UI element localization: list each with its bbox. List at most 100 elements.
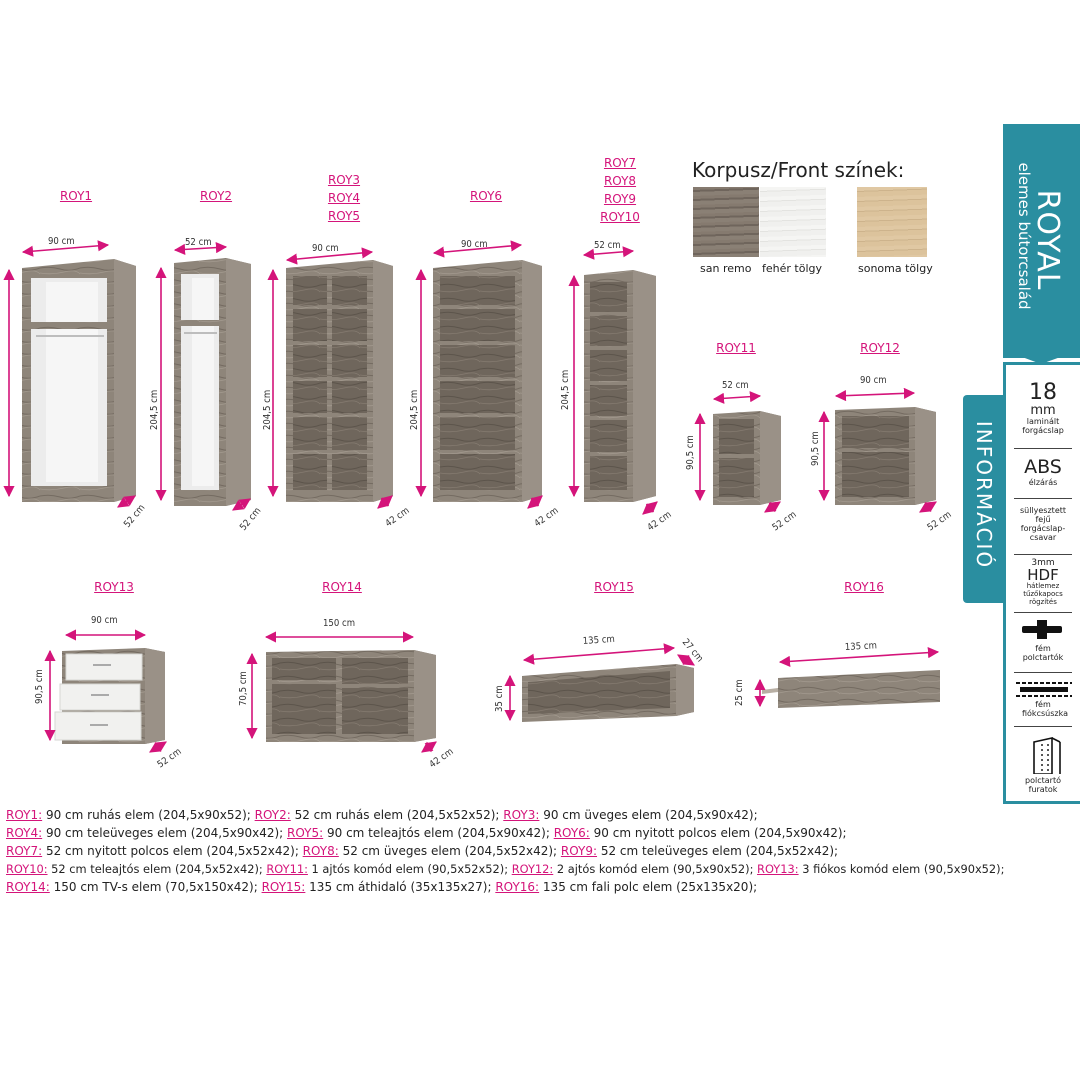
code-roy6: ROY6 (469, 189, 503, 203)
roy14-width: 150 cm (323, 618, 355, 629)
spec-line-2: ROY4: 90 cm teleüveges elem (204,5x90x42… (6, 826, 847, 840)
code-roy13: ROY13 (94, 580, 134, 594)
info-panel (1003, 362, 1080, 804)
swatch-label-sonoma-tolgy: sonoma tölgy (858, 262, 933, 275)
roy15-width: 135 cm (582, 634, 615, 647)
drawer-slide-icon (1016, 682, 1072, 697)
roy14-depth: 42 cm (427, 746, 455, 770)
feature-abs-text: élzárás (1028, 478, 1058, 487)
furniture-drawings: 90 cm 204,5 cm 52 cm 52 cm 204,5 cm 52 c… (0, 236, 954, 770)
swatch-san-remo (693, 187, 759, 257)
roy3-width: 90 cm (312, 243, 339, 254)
code-roy4: ROY4 (327, 191, 361, 205)
roy1-wardrobe (22, 259, 136, 502)
roy13-depth: 52 cm (155, 746, 183, 770)
code-roy1: ROY1 (59, 189, 93, 203)
roy3-depth: 42 cm (383, 505, 411, 529)
roy11-width: 52 cm (722, 380, 749, 391)
roy13-width: 90 cm (91, 615, 118, 626)
feature-shelf-support: fém polctartók (1006, 644, 1080, 662)
roy15-height: 35 cm (494, 685, 505, 712)
feature-shelf-holes: polctartó furatok (1006, 776, 1080, 794)
roy11-depth: 52 cm (770, 509, 798, 533)
code-roy15: ROY15 (594, 580, 634, 594)
code-roy10: ROY10 (600, 210, 640, 224)
feature-screw: süllyesztett fejű forgácslap-csavar (1006, 506, 1080, 542)
roy13-drawer-commode (54, 648, 165, 744)
code-roy7-10: ROY7 ROY8 ROY9 ROY10 (590, 154, 650, 226)
roy14-height: 70,5 cm (238, 671, 249, 706)
roy7-width: 52 cm (594, 240, 621, 251)
roy1-depth: 52 cm (122, 502, 148, 529)
roy15-depth: 27 cm (680, 637, 706, 664)
feature-shelf-support-text: fém polctartók (1022, 644, 1064, 662)
roy3-height: 204,5 cm (262, 390, 273, 430)
code-roy5: ROY5 (327, 209, 361, 223)
feature-hdf: 3mm HDF hátlemez tűzőkapocs rögzítés (1006, 558, 1080, 606)
swatch-feher-tolgy (760, 187, 826, 257)
feature-screw-text: süllyesztett fejű forgácslap-csavar (1019, 506, 1067, 542)
swatch-label-feher-tolgy: fehér tölgy (762, 262, 822, 275)
code-roy2: ROY2 (199, 189, 233, 203)
swatch-sonoma-tolgy (857, 187, 927, 257)
roy16-wall-shelf (762, 670, 940, 708)
roy6-bookcase (433, 260, 542, 502)
spec-line-3: ROY7: 52 cm nyitott polcos elem (204,5x5… (6, 844, 839, 858)
code-roy12: ROY12 (860, 341, 900, 355)
roy16-height: 25 cm (734, 679, 745, 706)
feature-shelf-holes-text: polctartó furatok (1025, 776, 1061, 794)
roy12-height: 90,5 cm (810, 431, 821, 466)
roy2-height: 204,5 cm (149, 390, 160, 430)
roy12-depth: 52 cm (925, 509, 953, 533)
code-roy7: ROY7 (603, 156, 637, 170)
code-roy16: ROY16 (844, 580, 884, 594)
roy11-commode (713, 411, 781, 505)
brand-name: ROYAL (1030, 189, 1065, 291)
feature-hdf-small: 3mm (1031, 558, 1055, 568)
spec-line-1: ROY1: 90 cm ruhás elem (204,5x90x52); RO… (6, 808, 758, 822)
roy7-height: 204,5 cm (560, 370, 571, 410)
roy1-width: 90 cm (48, 236, 75, 247)
roy1-height: 204,5 cm (0, 390, 1, 430)
feature-abs-big: ABS (1024, 456, 1062, 478)
banner-notch (1003, 340, 1080, 364)
code-roy3: ROY3 (327, 173, 361, 187)
roy6-width: 90 cm (461, 239, 488, 250)
feature-18mm-unit: mm (1030, 403, 1056, 418)
colors-title: Korpusz/Front színek: (692, 158, 905, 182)
swatch-label-san-remo: san remo (700, 262, 752, 275)
roy2-width: 52 cm (185, 237, 212, 248)
feature-abs: ABS élzárás (1006, 456, 1080, 488)
code-roy14: ROY14 (322, 580, 362, 594)
roy13-height: 90,5 cm (34, 669, 45, 704)
brand-tagline: elemes bútorcsalád (1015, 162, 1033, 310)
code-roy8: ROY8 (603, 174, 637, 188)
shelf-support-icon (1022, 620, 1062, 639)
shelf-holes-icon (1033, 737, 1061, 774)
roy7-bookcase (584, 270, 656, 502)
roy12-width: 90 cm (860, 375, 887, 386)
roy7-depth: 42 cm (645, 509, 673, 533)
feature-18mm-text: laminált forgácslap (1022, 417, 1064, 435)
info-tab-label: INFORMÁCIÓ (972, 420, 996, 570)
spec-line-5: ROY14: 150 cm TV-s elem (70,5x150x42); R… (6, 880, 758, 894)
roy14-tv-unit (266, 650, 436, 742)
roy15-bridge (522, 664, 694, 722)
feature-18mm: 18 mm laminált forgácslap (1006, 382, 1080, 436)
feature-drawer-slide-text: fém fiókcsúszka (1022, 700, 1068, 718)
info-tab: INFORMÁCIÓ (963, 395, 1005, 603)
brand-banner: ROYAL elemes bútorcsalád (1003, 124, 1080, 358)
feature-hdf-text: hátlemez tűzőkapocs rögzítés (1023, 582, 1063, 606)
feature-hdf-big: HDF (1027, 566, 1059, 584)
roy6-height: 204,5 cm (409, 390, 420, 430)
roy16-width: 135 cm (845, 640, 878, 653)
roy6-depth: 42 cm (532, 505, 560, 529)
roy11-height: 90,5 cm (685, 435, 696, 470)
roy3-bookcase (286, 260, 393, 502)
code-roy9: ROY9 (603, 192, 637, 206)
roy2-depth: 52 cm (238, 505, 264, 532)
code-roy11: ROY11 (716, 341, 756, 355)
spec-line-4: ROY10: 52 cm teleajtós elem (204,5x52x42… (6, 862, 1005, 876)
feature-drawer-slide: fém fiókcsúszka (1006, 700, 1080, 718)
code-roy3-5: ROY3 ROY4 ROY5 (314, 171, 374, 225)
